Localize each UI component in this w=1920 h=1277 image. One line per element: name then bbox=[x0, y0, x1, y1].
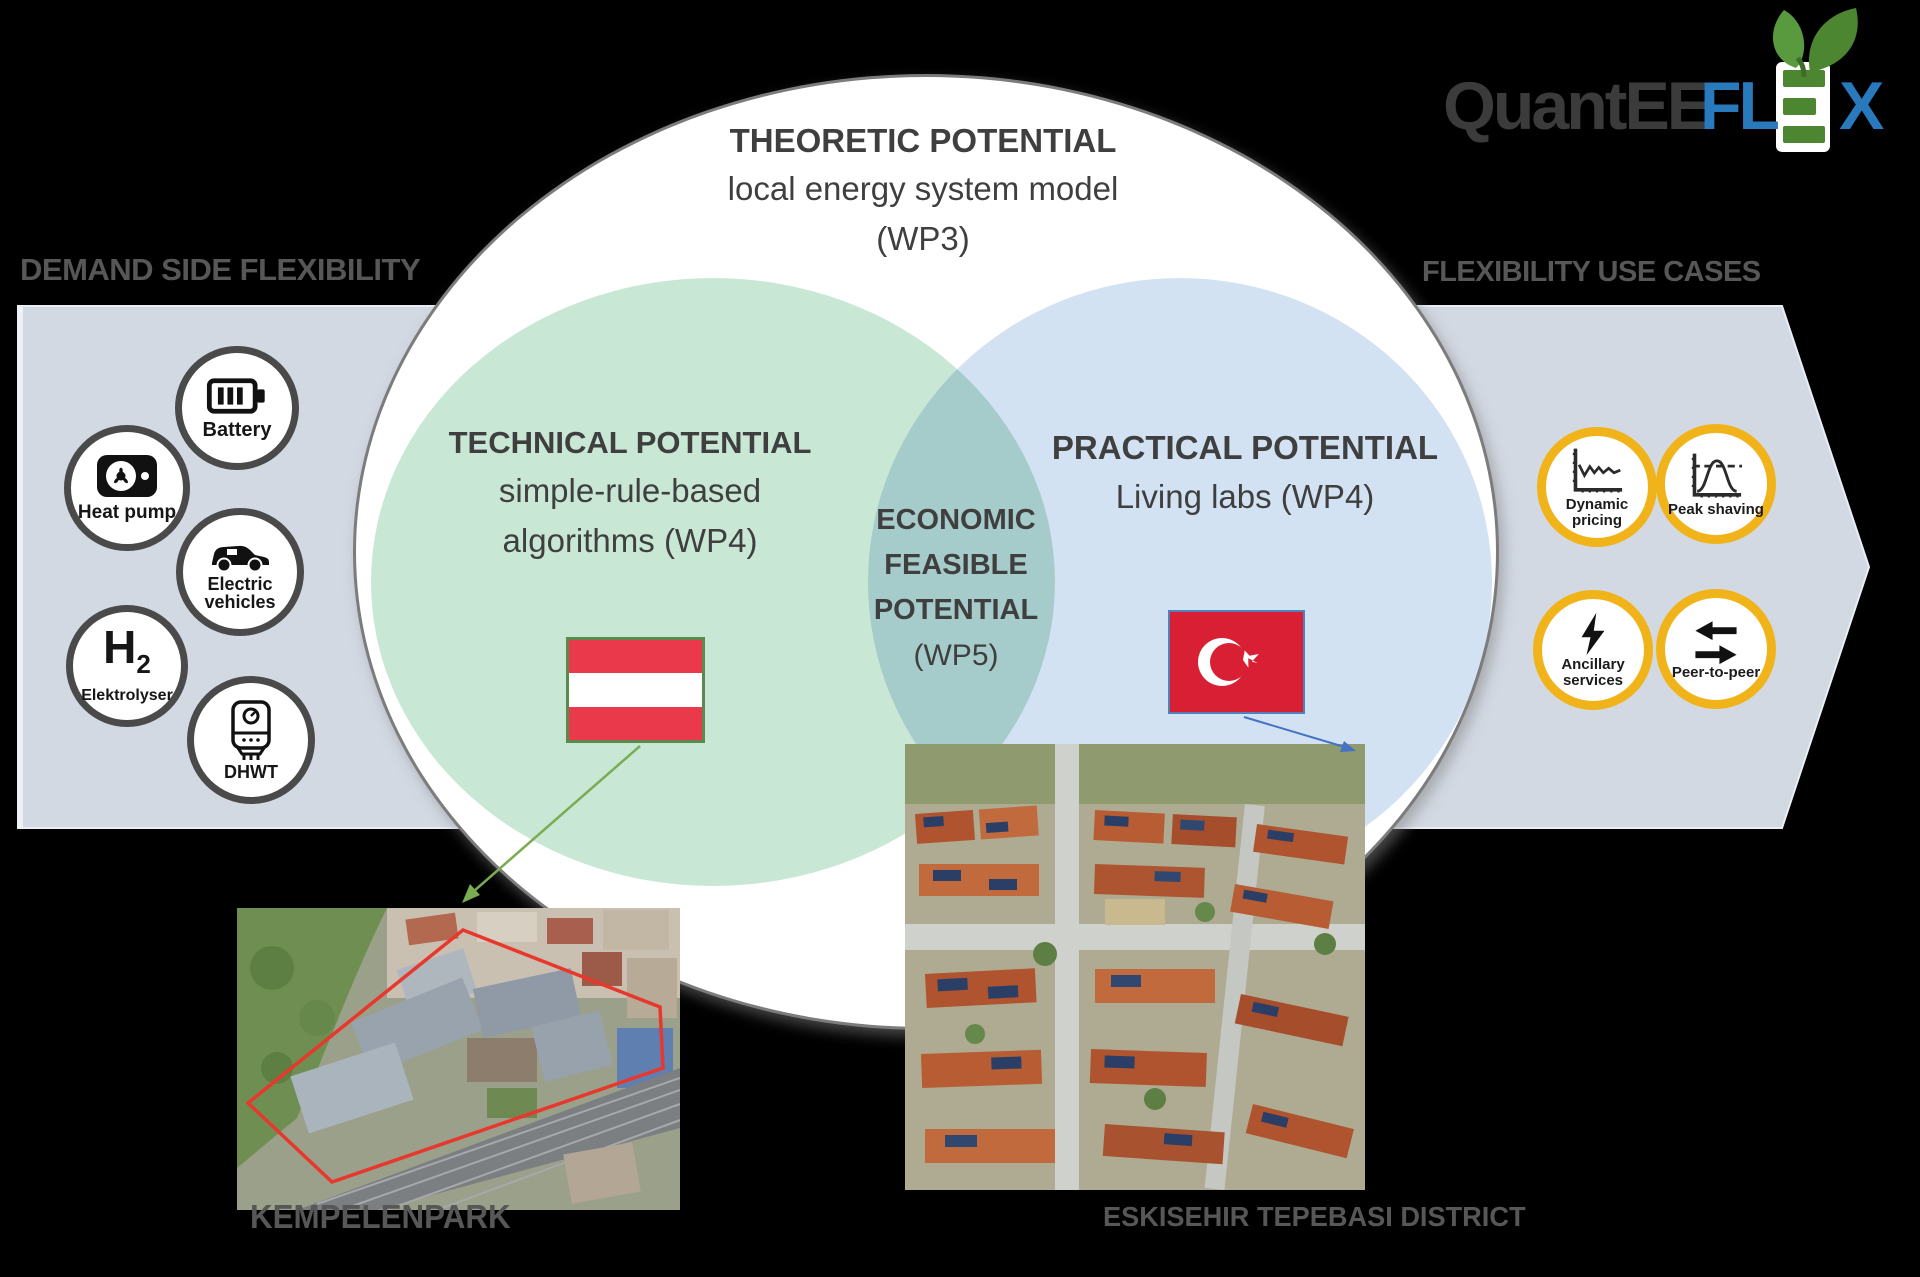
ancillary-services-item: Ancillary services bbox=[1533, 590, 1653, 710]
austria-stripe-bottom bbox=[569, 706, 702, 740]
technical-potential-text: TECHNICAL POTENTIAL simple-rule-based al… bbox=[405, 420, 855, 566]
logo-text-x: X bbox=[1839, 68, 1884, 144]
h2-elektrolyser-item: H2 Elektrolyser bbox=[66, 605, 188, 727]
ancillary-services-label: Ancillary services bbox=[1561, 656, 1625, 689]
theoretic-potential-text: THEORETIC POTENTIAL local energy system … bbox=[623, 118, 1223, 264]
economic-line1: ECONOMIC bbox=[876, 504, 1036, 536]
practical-subtitle: Living labs (WP4) bbox=[1115, 478, 1375, 515]
eskisehir-photo bbox=[905, 744, 1365, 1190]
heat-pump-icon bbox=[97, 455, 157, 498]
lightning-icon bbox=[1581, 612, 1605, 656]
eskisehir-caption: ESKISEHIR TEPEBASI DISTRICT bbox=[1103, 1201, 1526, 1232]
theoretic-title: THEORETIC POTENTIAL bbox=[729, 122, 1117, 159]
technical-title: TECHNICAL POTENTIAL bbox=[448, 425, 812, 460]
heat-pump-item: Heat pump bbox=[64, 425, 190, 551]
battery-icon bbox=[206, 378, 265, 414]
economic-line2: FEASIBLE bbox=[884, 549, 1028, 581]
economic-line3: POTENTIAL bbox=[873, 594, 1039, 626]
elektrolyser-label: Elektrolyser bbox=[81, 687, 173, 705]
heat-pump-label: Heat pump bbox=[77, 502, 177, 524]
peer-to-peer-item: Peer-to-peer bbox=[1656, 589, 1776, 709]
house-rows bbox=[915, 805, 1354, 1165]
turkey-flag-art bbox=[1170, 612, 1303, 712]
demand-side-flexibility-heading: DEMAND SIDE FLEXIBILITY bbox=[20, 252, 421, 287]
leaf-icon bbox=[1772, 8, 1858, 78]
logo-e-bar bbox=[1783, 70, 1825, 87]
logo-green-e bbox=[1776, 62, 1830, 152]
technical-subtitle: simple-rule-based bbox=[498, 472, 762, 509]
economic-wp: (WP5) bbox=[913, 639, 999, 672]
austria-stripe-top bbox=[569, 640, 702, 674]
technical-wp: algorithms (WP4) bbox=[502, 522, 758, 559]
kempelenpark-caption: KEMPELENPARK bbox=[250, 1198, 511, 1235]
band-left-edge bbox=[18, 306, 23, 828]
water-heater-icon bbox=[231, 700, 271, 760]
turkey-flag bbox=[1168, 610, 1305, 714]
dhwt-item: DHWT bbox=[187, 676, 315, 804]
logo-text-fl: FL bbox=[1700, 68, 1780, 144]
austria-stripe-mid bbox=[569, 673, 702, 707]
kempelenpark-photo bbox=[237, 908, 680, 1210]
electric-vehicle-icon bbox=[212, 545, 269, 573]
battery-item: Battery bbox=[175, 346, 299, 470]
theoretic-wp: (WP3) bbox=[876, 220, 970, 257]
exchange-arrows-icon bbox=[1695, 621, 1737, 665]
dynamic-pricing-label: Dynamic pricing bbox=[1565, 496, 1629, 529]
peak-shaving-label: Peak shaving bbox=[1668, 501, 1764, 519]
logo-text-quantee: QuantEE bbox=[1443, 68, 1712, 144]
logo-e-bar bbox=[1783, 126, 1825, 143]
battery-label: Battery bbox=[202, 419, 272, 442]
economic-feasible-text: ECONOMIC FEASIBLE POTENTIAL (WP5) bbox=[831, 498, 1081, 678]
peak-shaving-item: Peak shaving bbox=[1656, 424, 1776, 544]
peak-curve-icon bbox=[1691, 453, 1742, 498]
flexibility-use-cases-heading: FLEXIBILITY USE CASES bbox=[1422, 256, 1761, 288]
theoretic-subtitle: local energy system model bbox=[727, 170, 1119, 207]
dhwt-label: DHWT bbox=[224, 761, 278, 782]
logo-e-bar bbox=[1783, 98, 1816, 115]
electric-vehicles-label: Electric vehicles bbox=[204, 573, 276, 612]
dynamic-pricing-item: Dynamic pricing bbox=[1537, 427, 1657, 547]
austria-flag bbox=[566, 637, 705, 743]
practical-potential-text: PRACTICAL POTENTIAL Living labs (WP4) bbox=[1020, 424, 1470, 522]
electric-vehicles-item: Electric vehicles bbox=[176, 508, 304, 636]
practical-title: PRACTICAL POTENTIAL bbox=[1051, 429, 1439, 466]
hydrogen-symbol: H2 bbox=[103, 621, 151, 680]
price-curve-icon bbox=[1572, 448, 1623, 493]
peer-to-peer-label: Peer-to-peer bbox=[1671, 664, 1761, 682]
